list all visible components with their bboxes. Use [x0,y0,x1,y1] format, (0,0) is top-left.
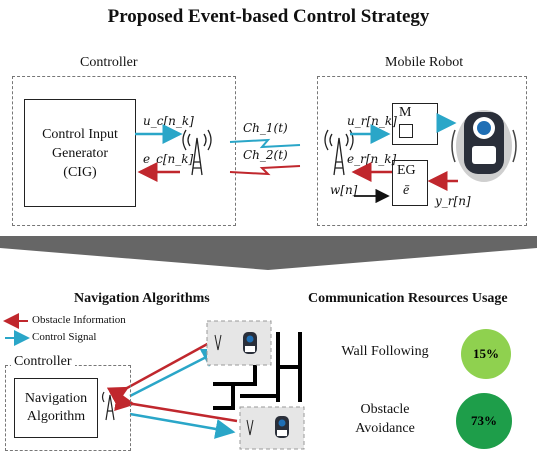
controller-label: Controller [80,55,138,70]
m-inner-square [399,124,413,138]
cig-line-3: (CIG) [63,164,97,180]
cig-line-1: Control Input [42,126,118,142]
controller-antenna-icon [182,129,212,176]
robot-tile-top [206,320,272,366]
usage-circle-wall-following: 15% [461,329,511,379]
nav-algorithm-line-2: Algorithm [26,409,86,424]
controller-container [12,76,236,226]
yr-label: y_r[n] [435,194,471,208]
ch2-bolt [229,165,301,176]
comm-resources-title: Communication Resources Usage [308,291,508,306]
nav-blue-arrow-bottom [129,412,236,439]
nav-red-arrow-top [106,340,212,406]
usage-value-wall-following: 15% [473,346,499,361]
mobile-robot-label: Mobile Robot [385,55,464,70]
legend-obstacle-label: Obstacle Information [32,314,126,326]
ch1-label: Ch_1(t) [243,121,288,135]
usage-label-wall-following: Wall Following [341,344,429,359]
usage-label-obstacle-avoidance: Obstacle Avoidance [325,400,445,438]
cig-line-2: Generator [52,145,108,161]
robot-container [317,76,527,226]
usage-label-obstacle-line-1: Obstacle [360,402,410,417]
robot-tile-bottom [239,406,305,450]
m-box: M [392,103,438,145]
page-title: Proposed Event-based Control Strategy [107,6,430,27]
nav-red-arrow-bottom [114,391,238,423]
robot-antenna-icon [324,129,354,176]
ch2-label: Ch_2(t) [243,148,288,162]
usage-circle-obstacle-avoidance: 73% [456,393,512,449]
nav-algorithms-title: Navigation Algorithms [74,291,210,306]
nav-algorithm-line-1: Navigation [24,391,88,406]
legend-control-label: Control Signal [32,331,97,343]
eg-box: EG ē [392,160,428,206]
eg-label: EG [397,163,416,178]
nav-blue-arrow-top [129,348,223,398]
robot-image [451,110,517,182]
w-label: w[n] [330,183,358,197]
nav-controller-label: Controller [11,354,75,370]
nav-algorithm-box: Navigation Algorithm [14,378,98,438]
m-label: M [399,105,412,120]
divider-band [0,236,537,270]
usage-value-obstacle-avoidance: 73% [471,413,497,428]
cig-box: Control Input Generator (CIG) [24,99,136,207]
ebar-label: ē [403,183,410,198]
usage-label-obstacle-line-2: Avoidance [355,421,415,436]
ch1-bolt [229,138,301,149]
